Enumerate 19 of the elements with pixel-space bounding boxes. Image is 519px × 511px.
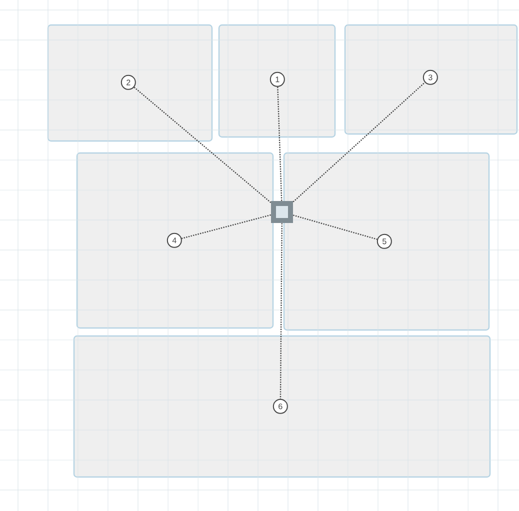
panel — [76, 152, 274, 329]
callout-number: 3 — [422, 70, 438, 85]
leader-line — [277, 86, 282, 201]
callout-number: 2 — [120, 74, 136, 90]
callout-number: 6 — [272, 398, 288, 414]
leader-line — [292, 82, 426, 202]
panel — [218, 24, 336, 138]
leader-line — [280, 223, 283, 399]
leader-line — [182, 214, 271, 240]
callout-number: 1 — [270, 72, 285, 87]
handle-square — [271, 201, 293, 223]
leader-line — [293, 214, 378, 240]
callout-number: 5 — [376, 234, 392, 249]
leader-line — [134, 86, 272, 204]
panel — [283, 152, 490, 331]
panel — [344, 24, 518, 135]
panel — [73, 335, 491, 478]
callout-number: 4 — [166, 232, 182, 248]
panel — [47, 24, 213, 142]
